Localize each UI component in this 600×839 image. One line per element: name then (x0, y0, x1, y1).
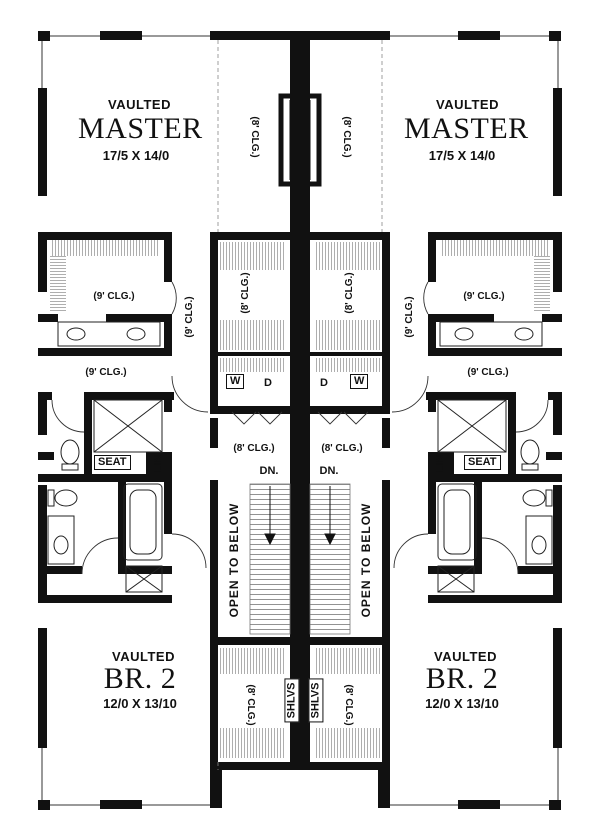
right-hall-clg: (9' CLG.) (404, 296, 415, 338)
exterior-thin-lines (41, 35, 559, 806)
right-br2-dims: 12/0 X 13/10 (425, 696, 499, 711)
fixtures (47, 321, 553, 593)
right-washer: W (350, 374, 369, 389)
left-seat: SEAT (94, 455, 131, 470)
right-dryer: D (320, 377, 328, 389)
left-wic-clg: (9' CLG.) (93, 291, 135, 302)
right-bath-clg: (9' CLG.) (467, 367, 509, 378)
right-br2-name: BR. 2 (425, 662, 499, 695)
left-br2-dims: 12/0 X 13/10 (103, 696, 177, 711)
left-linen: LIN (152, 454, 165, 473)
left-washer: W (226, 374, 245, 389)
left-br2-name: BR. 2 (103, 662, 177, 695)
right-wic-clg: (9' CLG.) (463, 291, 505, 302)
right-br2-clg: (8' CLG.) (343, 684, 354, 726)
left-master-vaulted: VAULTED (108, 97, 171, 112)
left-stair-dn: DN. (259, 465, 279, 477)
dashed-vault-lines (217, 40, 383, 770)
left-hall-clg: (9' CLG.) (184, 296, 195, 338)
left-closet-clg: (8' CLG.) (240, 272, 251, 314)
right-seat: SEAT (464, 455, 501, 470)
left-dryer: D (264, 377, 272, 389)
left-master-name: MASTER (78, 112, 203, 145)
right-linen: LIN (434, 454, 447, 473)
stair-arrows (264, 486, 336, 546)
right-br2-vaulted: VAULTED (434, 649, 497, 664)
right-master-vaulted: VAULTED (436, 97, 499, 112)
exterior-walls (38, 31, 562, 810)
right-stair-dn: DN. (319, 465, 339, 477)
right-shelves: SHLVS (308, 678, 324, 723)
right-laundry-clg: (8' CLG.) (321, 443, 363, 454)
window-frame-lines (289, 100, 311, 180)
left-open-to-below: OPEN TO BELOW (227, 502, 241, 618)
left-master-dims: 17/5 X 14/0 (102, 148, 170, 163)
right-master-name: MASTER (404, 112, 529, 145)
master-window-frame (278, 93, 322, 187)
left-shelves: SHLVS (284, 678, 300, 723)
right-closet-clg: (8' CLG.) (344, 272, 355, 314)
interior-walls (38, 232, 562, 762)
left-br2-clg: (8' CLG.) (245, 684, 256, 726)
right-master-clg: (8' CLG.) (341, 116, 352, 158)
left-laundry-clg: (8' CLG.) (233, 443, 275, 454)
door-swings (51, 281, 549, 575)
right-master-dims: 17/5 X 14/0 (428, 148, 496, 163)
left-master-clg: (8' CLG.) (249, 116, 260, 158)
left-br2-vaulted: VAULTED (112, 649, 175, 664)
left-bath-clg: (9' CLG.) (85, 367, 127, 378)
closet-hatching (50, 240, 550, 758)
right-open-to-below: OPEN TO BELOW (359, 502, 373, 618)
